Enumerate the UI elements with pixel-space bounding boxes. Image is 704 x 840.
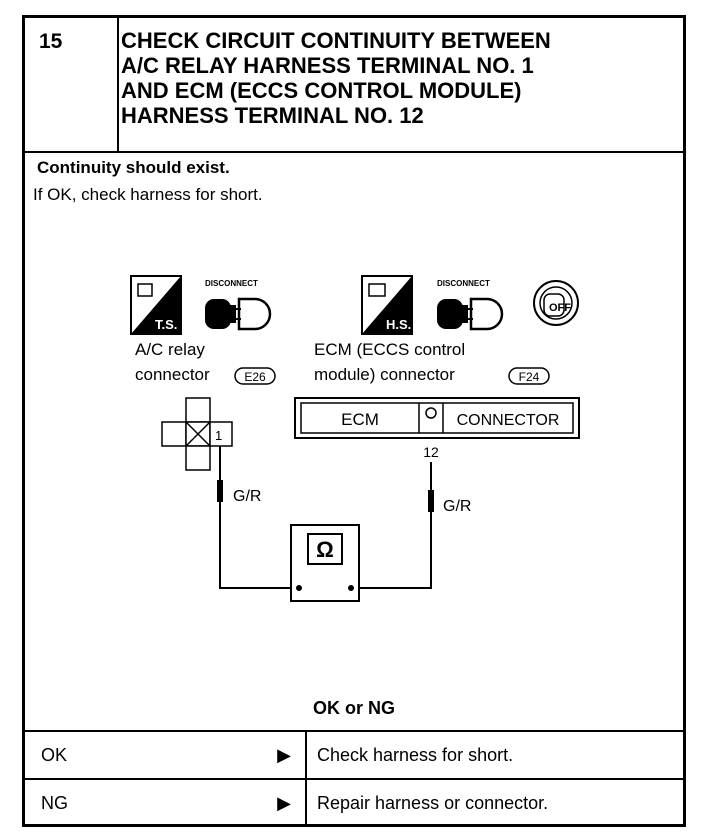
ecm-box-left-label: ECM [341, 410, 379, 429]
hs-badge-label: H.S. [386, 317, 411, 332]
ohmmeter [290, 524, 360, 602]
ecm-label-1: ECM (ECCS control [314, 340, 465, 359]
wire-color-right: G/R [443, 498, 471, 515]
result-action: Check harness for short. [305, 730, 683, 779]
ts-badge-icon: T.S. [130, 275, 182, 335]
disconnect-icon: DISCONNECT [205, 279, 272, 331]
table-row: NG ▶ Repair harness or connector. [25, 778, 683, 826]
ecm-label-2: module) connector [314, 365, 455, 384]
wiring-diagram: T.S. DISCONNECT H.S. DISCONNECT [130, 275, 580, 602]
result-key: NG [25, 778, 271, 826]
ts-badge-label: T.S. [155, 317, 177, 332]
relay-code: E26 [244, 370, 266, 384]
ohm-icon: Ω [316, 537, 334, 562]
disconnect-label: DISCONNECT [437, 279, 490, 288]
result-action: Repair harness or connector. [305, 778, 683, 826]
results-table: OK ▶ Check harness for short. NG ▶ Repai… [25, 730, 683, 826]
step-title: CHECK CIRCUIT CONTINUITY BETWEEN A/C REL… [121, 28, 677, 128]
probe-left [217, 480, 223, 502]
step-number-cell: 15 [25, 18, 119, 151]
arrow-icon: ▶ [271, 778, 306, 826]
relay-label-1: A/C relay [135, 340, 205, 359]
title-line: CHECK CIRCUIT CONTINUITY BETWEEN [121, 28, 551, 53]
title-line: HARNESS TERMINAL NO. 12 [121, 103, 424, 128]
note-text: If OK, check harness for short. [33, 185, 263, 204]
ignition-off-icon: OFF [533, 280, 579, 326]
card-header: 15 CHECK CIRCUIT CONTINUITY BETWEEN A/C … [25, 18, 683, 153]
title-line: AND ECM (ECCS CONTROL MODULE) [121, 78, 522, 103]
result-key: OK [25, 730, 271, 779]
relay-connector [161, 397, 233, 471]
title-line: A/C RELAY HARNESS TERMINAL NO. 1 [121, 53, 534, 78]
relay-terminal-number: 1 [215, 428, 222, 443]
result-prompt: OK or NG [312, 698, 395, 718]
ecm-code: F24 [519, 370, 540, 384]
wire-color-left: G/R [233, 488, 261, 505]
step-number: 15 [39, 30, 63, 53]
disconnect-icon: DISCONNECT [437, 279, 504, 331]
arrow-icon: ▶ [271, 730, 306, 779]
hs-badge-icon: H.S. [361, 275, 413, 335]
disconnect-label: DISCONNECT [205, 279, 258, 288]
relay-label-2: connector [135, 365, 210, 384]
key-off-label: OFF [549, 302, 571, 314]
condition-text: Continuity should exist. [37, 158, 230, 177]
probe-right [428, 490, 434, 512]
inspection-card: 15 CHECK CIRCUIT CONTINUITY BETWEEN A/C … [22, 15, 686, 827]
ecm-connector [294, 397, 580, 439]
ecm-box-right-label: CONNECTOR [457, 412, 560, 429]
ecm-terminal-number: 12 [423, 444, 439, 460]
table-row: OK ▶ Check harness for short. [25, 730, 683, 779]
